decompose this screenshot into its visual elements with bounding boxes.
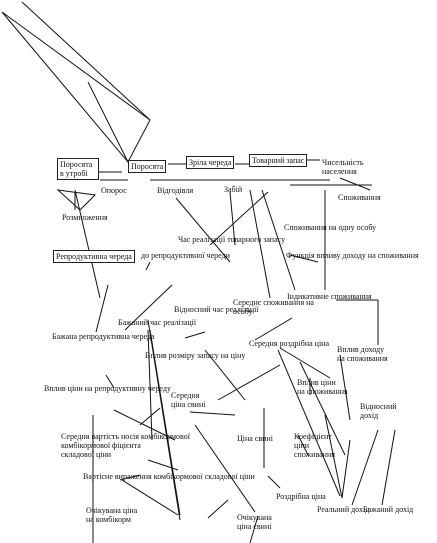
connector [254, 317, 293, 341]
node-vplyv-tsiny-na-reproduktyvnu: Вплив ціни на репродуктивну череду [44, 384, 171, 393]
connector [229, 191, 236, 246]
connector [261, 189, 296, 291]
connector [267, 475, 281, 489]
connector [209, 191, 269, 246]
node-realnyi-dokhid: Реальний дохід [317, 505, 370, 514]
connector [381, 429, 396, 506]
node-tsina-svyni: Ціна свині [237, 434, 273, 443]
connector [339, 177, 371, 191]
node-zrila-chereda: Зріла череда [186, 156, 235, 169]
connector [189, 411, 236, 416]
connector [351, 429, 379, 506]
connector [56, 189, 97, 211]
node-vplyv-rozmiru-zapasu: Вплив розміру запасу на ціну [145, 351, 246, 360]
node-vidnosnyi-chas-realizatsii: Відносний час реалізації [174, 305, 259, 314]
connector [204, 349, 246, 401]
connector [1, 11, 151, 163]
connector [194, 424, 256, 513]
node-do-reproduktyvnoi: до репродуктивної череди [141, 251, 230, 260]
connector [289, 254, 319, 263]
connector [147, 459, 179, 471]
node-rozmnozhennia: Розмноження [62, 213, 108, 222]
connector [184, 331, 206, 339]
node-reproduktyvna-chereda: Репродуктивна череда [53, 250, 135, 263]
connector [299, 361, 346, 456]
node-porosyata: Поросята [128, 160, 167, 173]
connector [113, 409, 176, 441]
node-vartisne-vyrazhennia: Вартісне вираження комбікормової складов… [83, 472, 255, 481]
node-chas-realizatsii: Час реалізації товарного запасу [178, 235, 286, 244]
connector [87, 81, 129, 163]
node-tovarnyi-zapas: Товарний запас [249, 154, 308, 167]
node-indykatyvne-spozhyvannia: Індикативне споживання [287, 292, 372, 301]
connector [217, 364, 281, 401]
connector [21, 1, 151, 121]
connector [175, 197, 231, 263]
connector [249, 515, 259, 543]
node-bazhanyi-dokhid: Бажаний дохід [363, 505, 414, 514]
node-serednia-rozdribna-tsina: Середня роздрібна ціна [249, 339, 330, 348]
connector [145, 261, 151, 271]
connector [277, 349, 341, 497]
connector [124, 284, 173, 331]
connector [324, 414, 351, 499]
connector [207, 499, 229, 519]
connector [119, 474, 141, 481]
connector [297, 434, 309, 456]
connector [105, 374, 115, 389]
connector [147, 329, 153, 441]
connector [139, 407, 161, 426]
node-bazhana-reproduktyvna: Бажана репродуктивна череда [52, 332, 155, 341]
node-vidgodivlia: Відгодівля [157, 186, 194, 195]
connector [249, 189, 271, 299]
node-funktsiia-vplyvu-dokhodu: Функція впливу доходу на споживання [286, 251, 419, 260]
connector [279, 347, 331, 379]
connector [121, 479, 179, 516]
node-rozdribna-tsina: Роздрібна ціна [276, 492, 326, 501]
connector [74, 189, 101, 299]
connector [95, 284, 109, 333]
connector [147, 319, 181, 521]
connector [339, 354, 351, 421]
node-spozhyvannia: Споживання [338, 193, 381, 202]
node-spozhyvannia-na-osobu: Споживання на одну особу [284, 223, 377, 232]
node-zabii: Забій [224, 185, 243, 194]
node-bazhanyi-chas-realizatsii: Бажаний час реалізації [118, 318, 197, 327]
node-opores: Опорос [101, 186, 127, 195]
